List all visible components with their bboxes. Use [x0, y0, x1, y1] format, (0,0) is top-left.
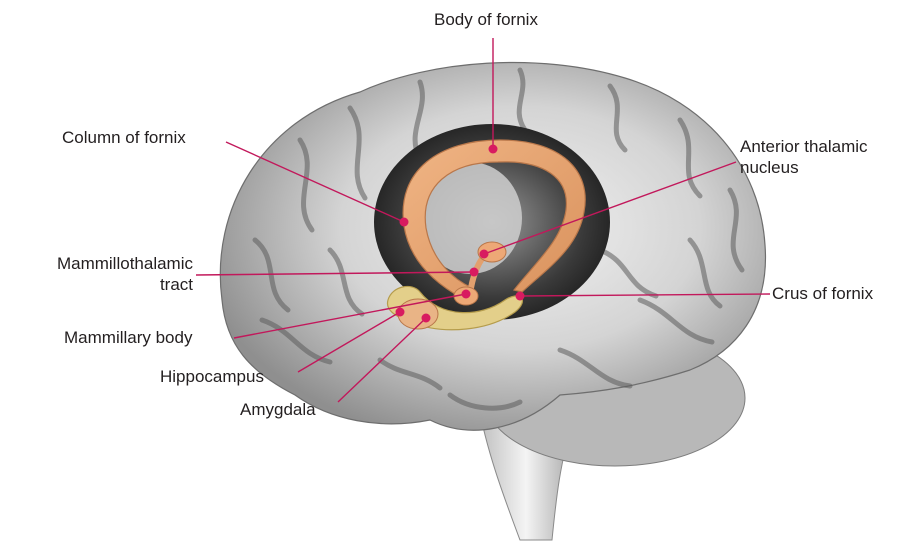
label-anterior-thalamic-nucleus-line2: nucleus [740, 158, 799, 178]
dot-mammillothalamic [470, 268, 479, 277]
dot-hippocampus [396, 308, 405, 317]
label-mammillary-body: Mammillary body [64, 328, 192, 348]
label-amygdala: Amygdala [240, 400, 316, 420]
label-mammillothalamic-tract-line1: Mammillothalamic [18, 254, 193, 274]
dot-column-of-fornix [400, 218, 409, 227]
label-mammillothalamic-tract-line2: tract [18, 275, 193, 295]
label-hippocampus: Hippocampus [160, 367, 264, 387]
label-body-of-fornix: Body of fornix [434, 10, 538, 30]
dot-crus-of-fornix [516, 292, 525, 301]
dot-amygdala [422, 314, 431, 323]
dot-anterior-thalamic [480, 250, 489, 259]
dot-mammillary-body [462, 290, 471, 299]
label-anterior-thalamic-nucleus-line1: Anterior thalamic [740, 137, 868, 157]
label-crus-of-fornix: Crus of fornix [772, 284, 873, 304]
dot-body-of-fornix [489, 145, 498, 154]
label-column-of-fornix: Column of fornix [62, 128, 186, 148]
